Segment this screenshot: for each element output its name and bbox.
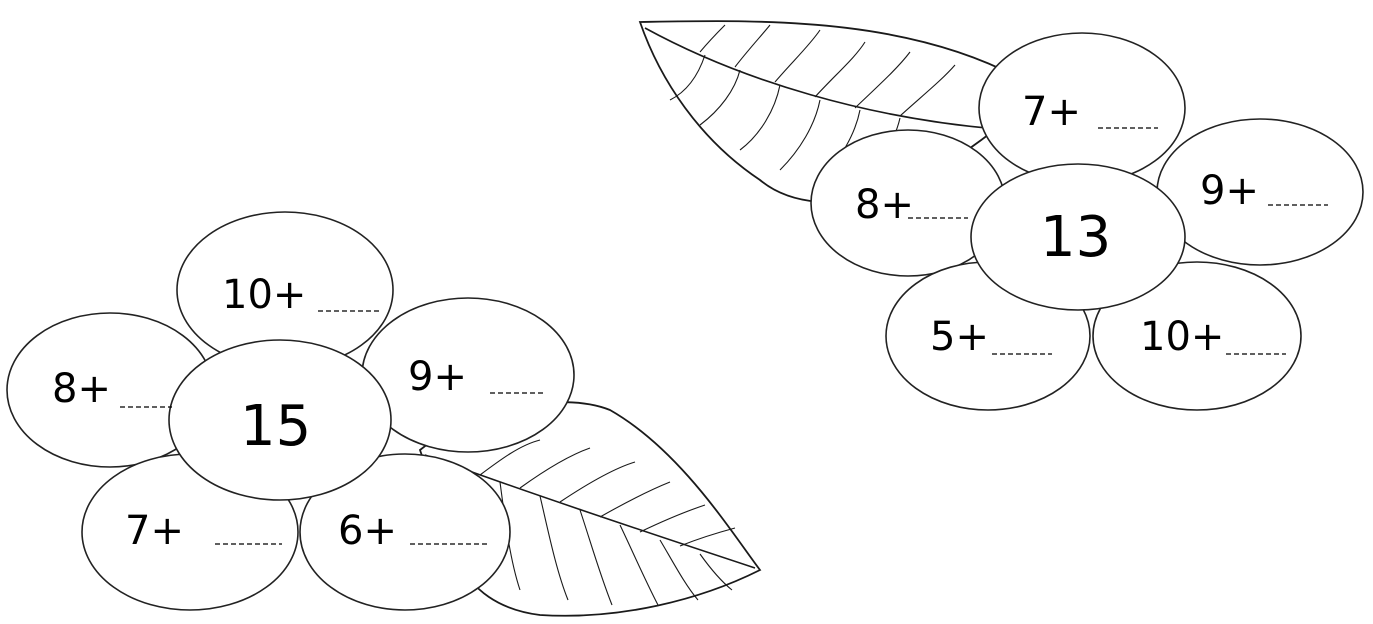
petal-lower-right [299,453,511,611]
petal-label: 10+ [1140,314,1224,360]
petal-label: 7+ [1022,89,1081,135]
petal-upper-right [361,297,575,453]
flower-left: 10+ 8+ 9+ 7+ 6+ 15 [6,211,575,611]
petal-upper-right [1156,118,1364,266]
petal-label: 9+ [408,354,467,400]
petal-label: 7+ [125,508,184,554]
flower-center [970,163,1186,311]
center-number: 15 [240,394,311,459]
petal-label: 8+ [855,182,914,228]
center-number: 13 [1040,205,1111,270]
petal-lower-right [1092,261,1302,411]
petal-label: 6+ [338,508,397,554]
petal-label: 5+ [930,314,989,360]
flower-right: 7+ 8+ 9+ 5+ 10+ 13 [810,32,1364,411]
petal-label: 10+ [222,272,306,318]
flower-center [168,339,392,501]
petal-label: 9+ [1200,168,1259,214]
petal-top [978,32,1186,184]
petal-label: 8+ [52,366,111,412]
